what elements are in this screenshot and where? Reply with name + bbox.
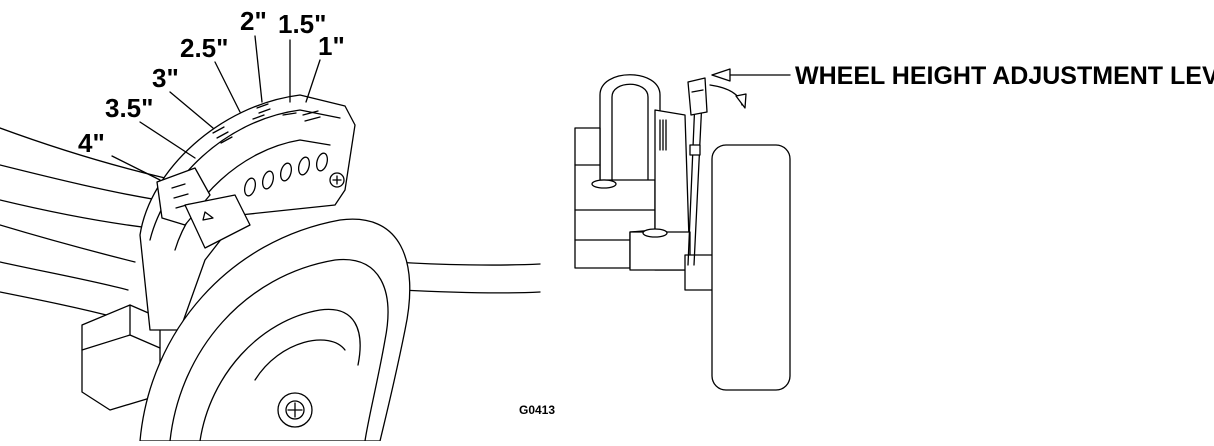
height-label-1in: 1" [318, 31, 345, 61]
handle-loop [599, 74, 661, 231]
height-label-4in: 4" [78, 128, 105, 158]
figure-code: G0413 [519, 403, 555, 417]
left-perspective-view: 1" 1.5" 2" 2.5" 3" 3.5" 4" [0, 6, 541, 442]
height-label-3-5in: 3.5" [105, 93, 153, 123]
right-side-view: WHEEL HEIGHT ADJUSTMENT LEVER G0413 [519, 62, 1214, 417]
adjustment-lever [687, 77, 747, 266]
height-label-1-5in: 1.5" [278, 9, 326, 39]
height-label-2in: 2" [240, 6, 267, 36]
left-wheel [139, 218, 411, 442]
height-label-2-5in: 2.5" [180, 33, 228, 63]
callout-wheel-height-adjustment-lever: WHEEL HEIGHT ADJUSTMENT LEVER [795, 62, 1214, 90]
height-bracket [139, 94, 356, 331]
deck-body [574, 109, 716, 291]
height-notches [212, 103, 321, 144]
hub-plate-holes [243, 152, 345, 197]
adjustment-latch [156, 167, 251, 249]
height-label-3in: 3" [152, 63, 179, 93]
label-leader-lines [111, 35, 321, 181]
lever-callout: WHEEL HEIGHT ADJUSTMENT LEVER [711, 62, 1214, 90]
height-labels: 1" 1.5" 2" 2.5" 3" 3.5" 4" [78, 6, 345, 181]
right-wheel [711, 144, 791, 391]
